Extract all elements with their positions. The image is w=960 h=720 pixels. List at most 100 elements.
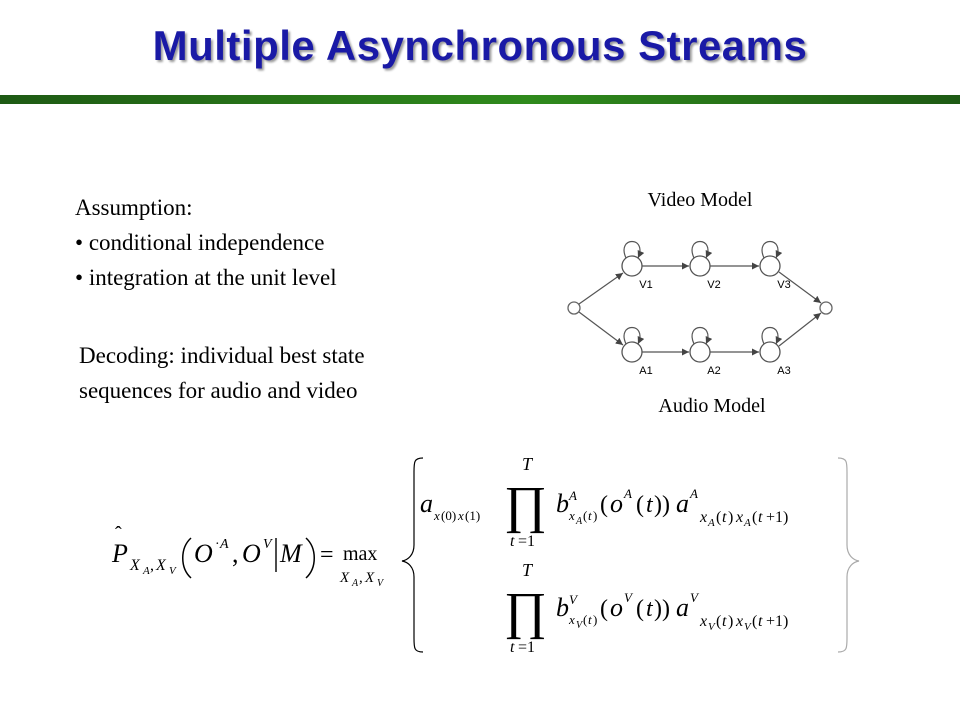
assumption-bullet-text: conditional independence <box>88 230 325 255</box>
video-state-node <box>689 255 711 277</box>
equation-braces <box>401 457 860 653</box>
svg-text:(: ( <box>752 509 757 526</box>
assumption-bullet-text: integration at the unit level <box>88 265 337 290</box>
svg-text:(: ( <box>636 492 644 518</box>
state-label-a3: A3 <box>777 365 790 377</box>
svg-text:max: max <box>343 543 377 565</box>
svg-text:A: A <box>743 517 751 529</box>
state-label-v2: V2 <box>707 279 720 291</box>
svg-text:,: , <box>359 570 363 586</box>
self-loop <box>691 327 713 345</box>
svg-text:t: t <box>722 509 727 526</box>
svg-text:X: X <box>364 570 375 586</box>
svg-text:(: ( <box>600 596 608 622</box>
svg-text:A: A <box>219 537 229 552</box>
svg-text:X: X <box>129 557 141 574</box>
svg-text:V: V <box>708 621 716 633</box>
svg-text:t: t <box>646 492 654 518</box>
svg-text:): ) <box>593 612 597 627</box>
svg-text:·: · <box>215 537 220 552</box>
svg-text:A: A <box>707 517 715 529</box>
svg-text:t: t <box>510 639 515 656</box>
stream-model-diagram: Video Model V1 V2 V3 A1 A2 A3 Audio Mode… <box>567 189 833 417</box>
svg-text:b: b <box>556 489 569 518</box>
state-label-a1: A1 <box>639 365 652 377</box>
svg-text:O: O <box>242 539 261 568</box>
equation-lhs: P ˆ X A , X V O · A , O V M = max X A , … <box>111 523 385 589</box>
svg-text:o: o <box>610 489 623 518</box>
equation-video-term: T ∏ t =1 b V x V ( t ) ( o V ( t )) a V … <box>504 560 788 656</box>
svg-text:)): )) <box>654 596 670 622</box>
svg-text:t: t <box>510 533 515 550</box>
transition-arrow <box>578 311 624 346</box>
svg-text:∏: ∏ <box>504 583 547 640</box>
audio-state-node <box>621 341 643 363</box>
start-state <box>567 301 581 315</box>
svg-text:t: t <box>646 596 654 622</box>
svg-text:): ) <box>593 508 597 523</box>
svg-text:,: , <box>150 557 154 574</box>
svg-text:a: a <box>676 489 689 518</box>
svg-text:M: M <box>279 539 303 568</box>
svg-text:(0): (0) <box>441 508 456 523</box>
svg-text:T: T <box>522 560 534 580</box>
video-chain: V1 V2 V3 <box>578 241 822 305</box>
svg-text:(: ( <box>716 509 721 526</box>
svg-text:=1: =1 <box>518 639 535 656</box>
svg-text:o: o <box>610 593 623 622</box>
decoding-line: Decoding: individual best state <box>79 343 365 368</box>
assumption-heading: Assumption: <box>75 195 193 220</box>
svg-text:A: A <box>689 486 698 501</box>
svg-text:(: ( <box>583 612 587 627</box>
svg-text:P: P <box>111 539 128 568</box>
svg-text:t: t <box>588 612 592 627</box>
svg-text:x: x <box>735 509 743 526</box>
video-model-label: Video Model <box>648 189 753 211</box>
svg-text:ˆ: ˆ <box>115 523 122 545</box>
svg-text:V: V <box>624 590 634 605</box>
self-loop <box>761 241 783 259</box>
svg-text:x: x <box>699 613 707 630</box>
assumption-block: Assumption: • conditional independence •… <box>75 190 337 295</box>
svg-text:): ) <box>728 509 733 526</box>
svg-text:V: V <box>377 578 385 589</box>
equation-audio-term: a x (0) x (1) T ∏ t =1 b A x A ( t ) ( o… <box>420 454 788 550</box>
svg-text:(: ( <box>583 508 587 523</box>
svg-text:a: a <box>676 593 689 622</box>
svg-text:V: V <box>576 620 584 631</box>
title-divider <box>0 95 960 104</box>
svg-text:x: x <box>457 508 464 523</box>
svg-text:x: x <box>568 612 575 627</box>
svg-text:V: V <box>569 592 579 607</box>
svg-text:+1): +1) <box>766 613 788 630</box>
svg-text:(: ( <box>600 492 608 518</box>
svg-text:X: X <box>339 570 350 586</box>
svg-text:A: A <box>575 516 583 527</box>
svg-text:+1): +1) <box>766 509 788 526</box>
audio-state-node <box>689 341 711 363</box>
svg-text:O: O <box>194 539 213 568</box>
svg-text:V: V <box>744 621 752 633</box>
svg-text:∏: ∏ <box>504 477 547 534</box>
svg-text:X: X <box>155 557 167 574</box>
svg-text:t: t <box>758 509 763 526</box>
svg-text:A: A <box>568 488 577 503</box>
assumption-bullet: • conditional independence <box>75 230 325 255</box>
audio-state-node <box>759 341 781 363</box>
svg-text:=1: =1 <box>518 533 535 550</box>
state-label-v1: V1 <box>639 279 652 291</box>
svg-text:V: V <box>690 590 700 605</box>
svg-text:A: A <box>142 565 150 577</box>
svg-text:t: t <box>758 613 763 630</box>
svg-text:x: x <box>433 508 440 523</box>
svg-text:t: t <box>588 508 592 523</box>
state-label-v3: V3 <box>777 279 790 291</box>
transition-arrow <box>578 272 624 305</box>
video-state-node <box>621 255 643 277</box>
assumption-bullet: • integration at the unit level <box>75 265 337 290</box>
svg-text:x: x <box>699 509 707 526</box>
svg-text:)): )) <box>654 492 670 518</box>
svg-text:(: ( <box>636 596 644 622</box>
transition-arrow <box>778 312 822 347</box>
transition-arrow <box>778 271 822 304</box>
